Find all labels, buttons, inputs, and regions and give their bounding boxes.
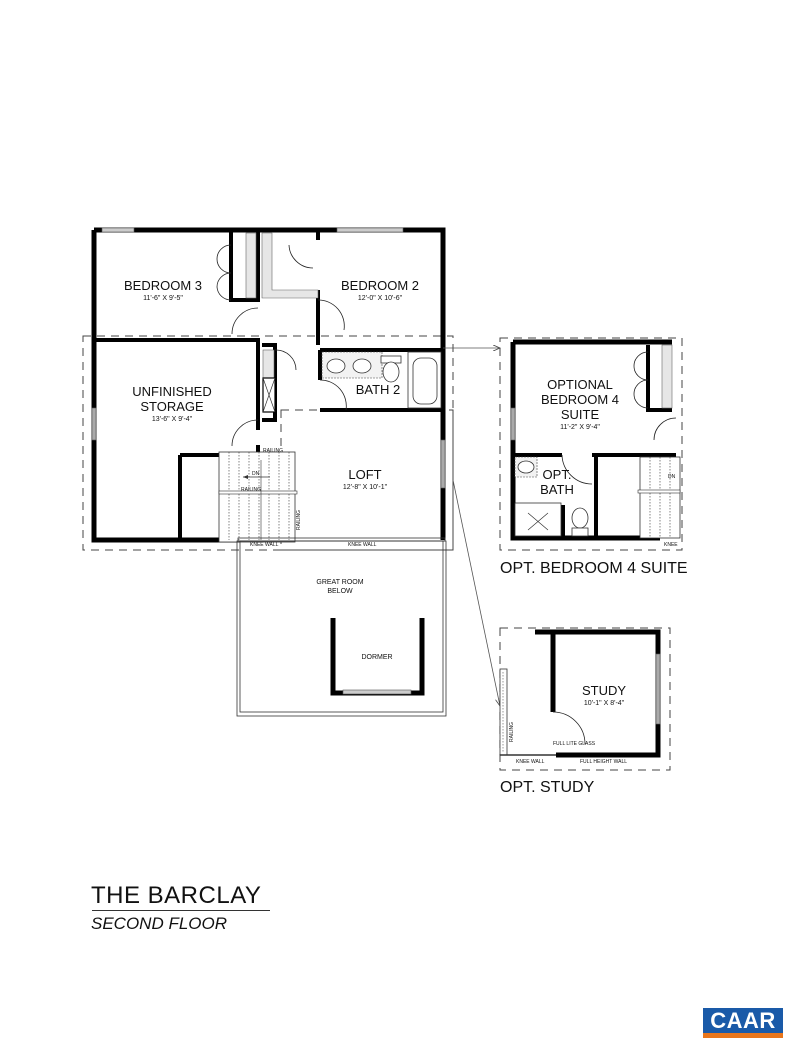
room-label-bedroom4-2: BEDROOM 4 — [541, 392, 619, 407]
room-label-bedroom4-1: OPTIONAL — [547, 377, 613, 392]
room-label-loft: LOFT — [348, 467, 381, 482]
window-icon — [91, 407, 97, 441]
full-lite-glass-label: FULL LITE GLASS — [553, 741, 596, 747]
room-label-study: STUDY — [582, 683, 626, 698]
logo-text: CAAR — [710, 1008, 776, 1033]
bath2-fixtures — [321, 351, 442, 409]
title-divider — [92, 910, 270, 911]
railing-label: RAILING — [296, 510, 302, 530]
down-label: DN — [252, 471, 260, 477]
option-bedroom4-suite: DN KNEE OPTIONAL BEDROOM 4 SUITE 11'-2" … — [499, 337, 688, 577]
room-label-storage-1: UNFINISHED — [132, 384, 211, 399]
dormer — [330, 618, 425, 696]
knee-wall-label: KNEE WALL — [250, 542, 279, 548]
staircase: DN RAILING RAILING RAILING — [218, 448, 302, 543]
room-label-storage-2: STORAGE — [140, 399, 204, 414]
room-label-bedroom3: BEDROOM 3 — [124, 278, 202, 293]
storage-dashed-outline — [82, 335, 454, 551]
closet-shelf — [245, 232, 257, 299]
caption-opt-bedroom4: OPT. BEDROOM 4 SUITE — [500, 560, 688, 577]
great-room-label-2: BELOW — [327, 588, 353, 595]
closet-shelf — [261, 232, 319, 299]
room-dims-study: 10'-1" X 8'-4" — [584, 700, 625, 707]
room-label-opt-bath-2: BATH — [540, 482, 574, 497]
railing-label: RAILING — [263, 448, 283, 454]
caar-logo: CAAR — [703, 1008, 783, 1038]
railing — [499, 668, 508, 756]
knee-wall-label: KNEE WALL — [516, 759, 545, 765]
main-plan: DN RAILING RAILING RAILING KNEE WALL KNE… — [82, 227, 500, 717]
plan-title: THE BARCLAY — [91, 882, 262, 909]
room-label-bedroom2: BEDROOM 2 — [341, 278, 419, 293]
exterior-walls — [91, 227, 446, 543]
caption-opt-study: OPT. STUDY — [500, 779, 595, 796]
knee-walls — [236, 537, 447, 717]
full-height-wall-label: FULL HEIGHT WALL — [580, 759, 627, 765]
down-label: DN — [668, 474, 676, 480]
railing-label: RAILING — [509, 722, 515, 742]
attic-access-x — [262, 377, 276, 413]
option-study: RAILING FULL LITE GLASS KNEE WALL FULL H… — [499, 627, 671, 796]
knee-wall-label: KNEE WALL — [348, 542, 377, 548]
linen-closet — [262, 349, 275, 379]
window-icon — [336, 227, 404, 233]
room-dims-bedroom2: 12'-0" X 10'-6" — [358, 295, 403, 302]
arrow-to-study-option — [452, 479, 500, 706]
door-swings — [216, 244, 347, 447]
great-room-label-1: GREAT ROOM — [316, 579, 363, 586]
window-icon — [101, 227, 135, 233]
room-label-bath2: BATH 2 — [356, 382, 401, 397]
room-dims-loft: 12'-8" X 10'-1" — [343, 484, 388, 491]
dormer-label: DORMER — [361, 654, 392, 661]
railing-label: RAILING — [241, 487, 261, 493]
room-label-opt-bath-1: OPT. — [543, 467, 572, 482]
window-icon — [655, 653, 661, 725]
room-label-bedroom4-3: SUITE — [561, 407, 600, 422]
room-dims-bedroom4: 11'-2" X 9'-4" — [560, 424, 600, 431]
window-icon — [510, 407, 516, 441]
room-dims-bedroom3: 11'-6" X 9'-5" — [143, 295, 183, 302]
plan-subtitle: SECOND FLOOR — [91, 914, 228, 933]
window-icon — [440, 439, 446, 489]
room-dims-storage: 13'-6" X 9'-4" — [152, 416, 193, 423]
logo-orange-band — [703, 1033, 783, 1038]
knee-wall-label: KNEE — [664, 542, 678, 548]
window-icon — [342, 689, 412, 695]
